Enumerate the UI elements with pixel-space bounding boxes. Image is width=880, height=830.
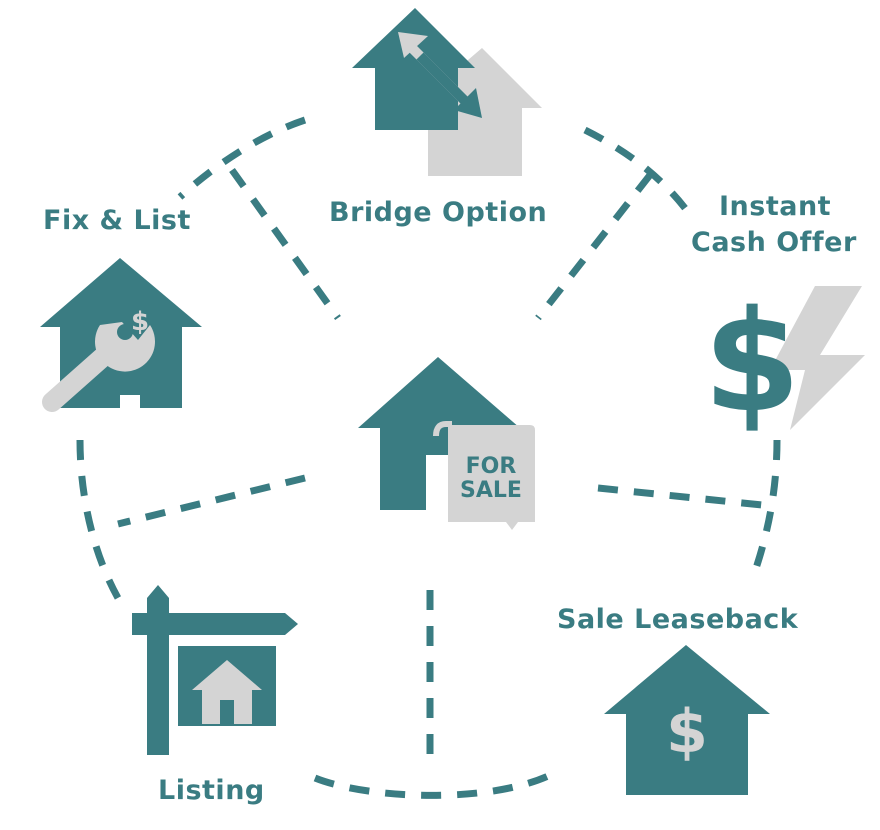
house-swap-arrows-icon: [352, 8, 542, 176]
for-sale-sign-line2: SALE: [460, 478, 522, 503]
divider-top-left: [229, 167, 341, 321]
label-instant-cash-offer-line2: Cash Offer: [691, 227, 857, 258]
house-for-sale-icon: FOR SALE: [358, 357, 535, 530]
edge-top-left: [177, 116, 307, 200]
label-bridge-option: Bridge Option: [329, 197, 548, 228]
divider-left: [117, 474, 306, 528]
edge-bottom: [313, 766, 562, 799]
edge-right: [748, 439, 781, 582]
cash-dollar-sign: $: [703, 281, 800, 444]
for-sale-sign-line1: FOR: [466, 454, 517, 479]
edge-left: [76, 439, 126, 607]
label-listing: Listing: [158, 775, 265, 806]
label-instant-cash-offer-line1: Instant: [719, 191, 832, 222]
dollar-lightning-icon: $: [703, 281, 865, 444]
label-fix-and-list: Fix & List: [43, 205, 191, 236]
fix-wrench-dollar: $: [131, 307, 149, 337]
label-sale-leaseback: Sale Leaseback: [557, 604, 799, 635]
divider-top-right: [535, 172, 653, 321]
yard-sign-house-icon: [132, 585, 298, 755]
house-wrench-icon: $: [40, 258, 202, 412]
divider-right: [597, 484, 763, 509]
dashed-connectors: [76, 116, 781, 799]
leaseback-dollar-sign: $: [666, 697, 708, 767]
house-dollar-icon: $: [604, 645, 770, 795]
edge-top-right: [583, 126, 691, 215]
